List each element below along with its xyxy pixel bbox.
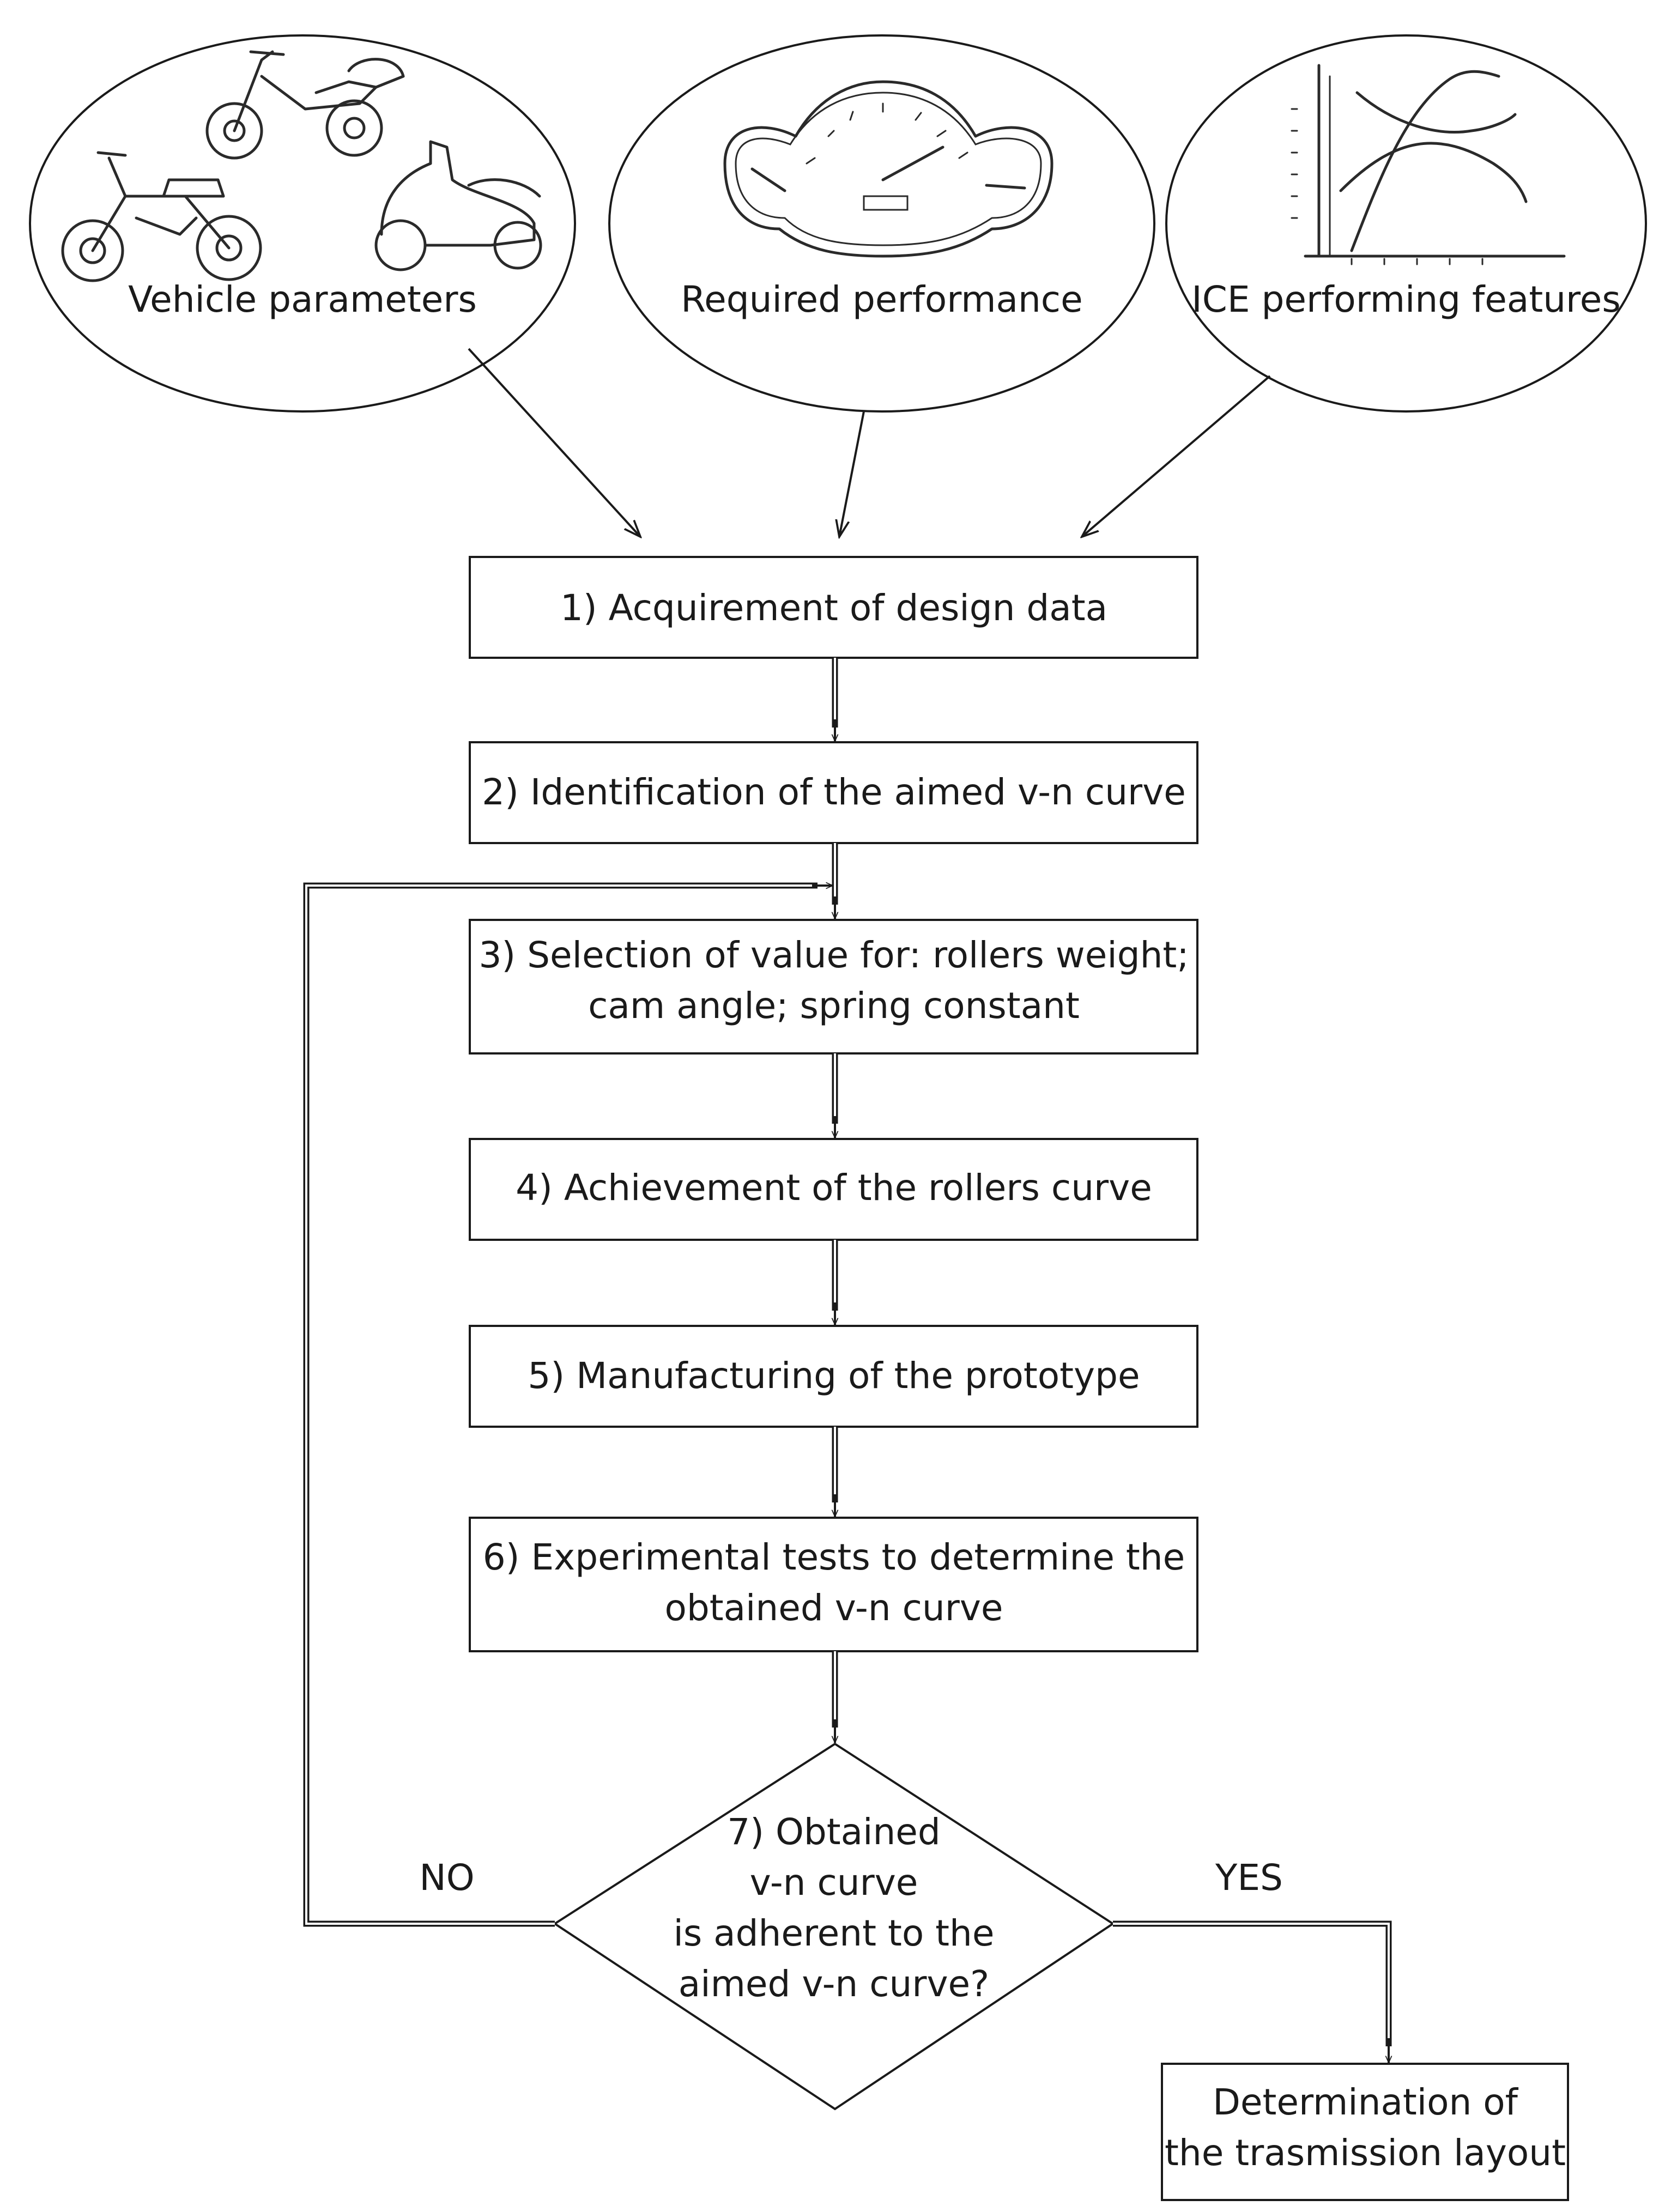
vehicle-parameters-label: Vehicle parameters [128,278,477,320]
step-3-label-line2: cam angle; spring constant [588,985,1080,1027]
step-6-label-line1: 6) Experimental tests to determine the [483,1536,1185,1578]
step-5-box: 5) Manufacturing of the prototype [469,1325,1198,1428]
decision-label-line4: aimed v-n curve? [679,1963,989,2005]
ice-features-label: ICE performing features [1191,278,1620,320]
step-3-label-line1: 3) Selection of value for: rollers weigh… [479,934,1189,976]
decision-label-line3: is adherent to the [673,1912,994,1954]
step-2-label: 2) Identification of the aimed v-n curve [482,771,1186,813]
step-1-box: 1) Acquirement of design data [469,556,1198,659]
arrow-performance-to-step1 [839,411,865,537]
required-performance-node: Required performance [608,34,1155,413]
no-loop-arrow [303,886,833,1927]
step-4-label: 4) Achievement of the rollers curve [516,1167,1152,1209]
step-6-box: 6) Experimental tests to determine the o… [469,1517,1198,1652]
scooter-sketch-icon [61,50,542,282]
yes-arrow [1113,1920,1389,2063]
step-1-label: 1) Acquirement of design data [560,587,1107,629]
step-2-box: 2) Identification of the aimed v-n curve [469,741,1198,844]
arrow-vehicle-to-step1 [468,348,640,537]
step-6-label-line2: obtained v-n curve [664,1587,1003,1629]
decision-label-line2: v-n curve [750,1862,918,1904]
speedometer-sketch-icon [723,80,1053,258]
no-label: NO [419,1857,474,1899]
step-4-box: 4) Achievement of the rollers curve [469,1138,1198,1241]
required-performance-label: Required performance [681,278,1082,320]
ice-features-node: ICE performing features [1165,34,1647,413]
result-label-line2: the trasmission layout [1165,2132,1566,2174]
step-3-box: 3) Selection of value for: rollers weigh… [469,919,1198,1055]
decision-diamond: 7) Obtained v-n curve is adherent to the… [553,1742,1115,2111]
arrow-ice-to-step1 [1082,375,1271,537]
step-5-label: 5) Manufacturing of the prototype [528,1355,1140,1397]
result-label-line1: Determination of [1213,2081,1519,2123]
result-box: Determination of the trasmission layout [1161,2063,1569,2201]
decision-label-line1: 7) Obtained [727,1811,941,1853]
engine-curve-sketch-icon [1291,64,1566,265]
yes-label: YES [1215,1857,1283,1899]
vehicle-parameters-node: Vehicle parameters [29,34,576,413]
